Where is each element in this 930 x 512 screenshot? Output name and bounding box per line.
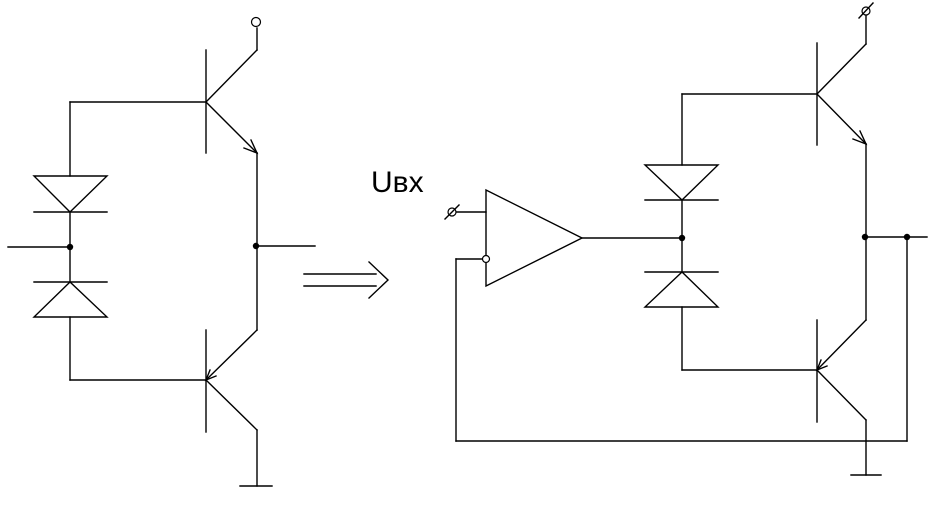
left-pnp-transistor bbox=[204, 329, 258, 433]
right-circuit bbox=[444, 2, 928, 476]
inverting-input-circle bbox=[481, 254, 491, 264]
right-pnp-transistor bbox=[815, 319, 867, 423]
right-lower-diode bbox=[643, 271, 720, 308]
right-bias-node bbox=[678, 234, 686, 242]
left-lower-diode bbox=[32, 281, 109, 318]
left-input-node bbox=[66, 243, 74, 251]
left-upper-diode bbox=[32, 175, 109, 213]
left-output-node bbox=[252, 242, 260, 250]
input-voltage-label: Uвх bbox=[371, 166, 424, 199]
right-upper-diode bbox=[643, 164, 720, 201]
right-npn-transistor bbox=[816, 10, 868, 146]
left-npn-transistor bbox=[205, 27, 259, 155]
transform-arrow bbox=[303, 261, 390, 299]
right-output-node bbox=[861, 233, 869, 241]
left-circuit bbox=[7, 16, 316, 487]
left-supply-terminal bbox=[250, 16, 262, 28]
op-amp bbox=[485, 188, 584, 288]
